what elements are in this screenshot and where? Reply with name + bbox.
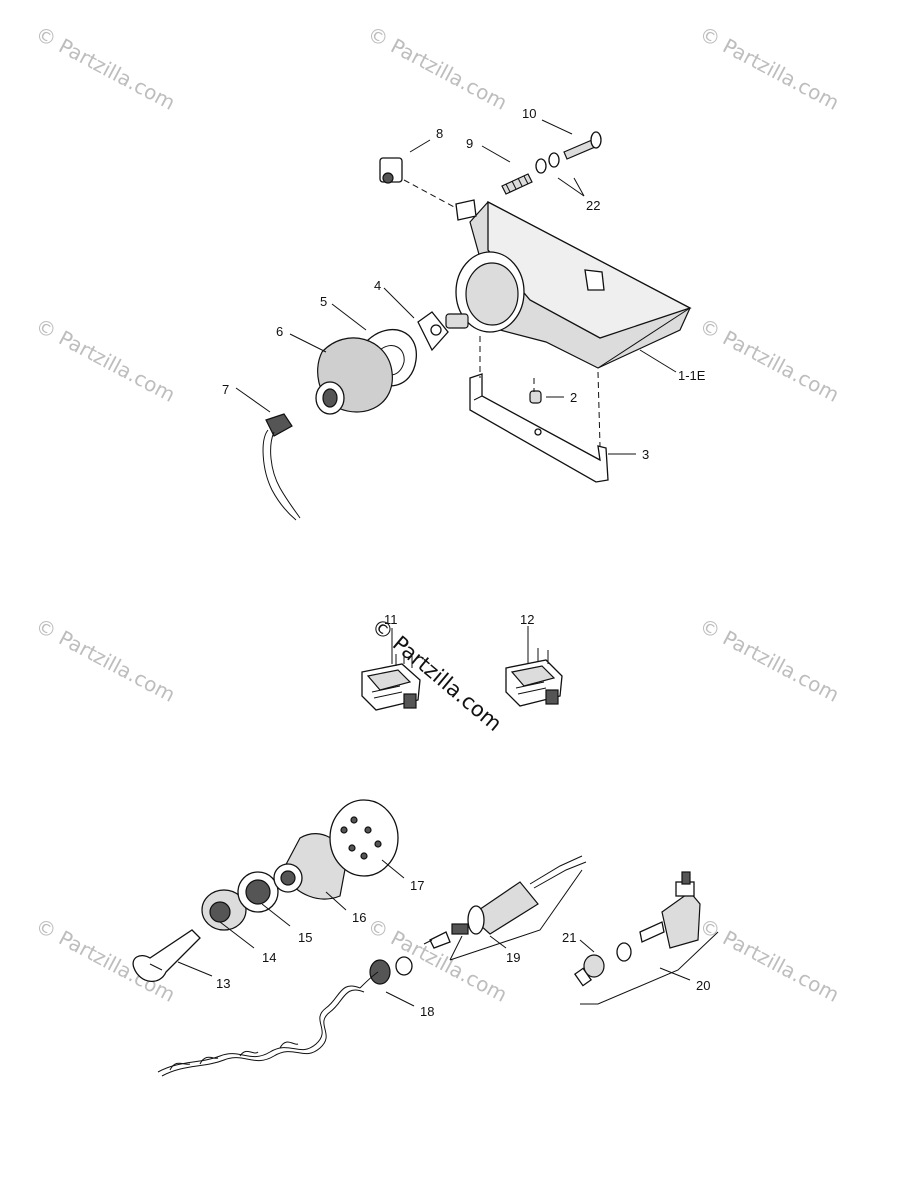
ignition-assembly [132, 799, 719, 1077]
toggle-knob [573, 942, 632, 987]
toggle-switch [580, 871, 719, 1005]
callout-label-5: 5 [320, 294, 327, 309]
callout-labels: 10 9 8 22 4 5 6 7 1-1E 2 3 11 12 13 14 1… [216, 106, 710, 1019]
headlight-assembly [262, 131, 692, 521]
rocker-switch-12 [505, 646, 563, 707]
reflector-part [315, 337, 393, 415]
watermark: © Partzilla.com [696, 613, 844, 707]
callout-label-19: 19 [506, 950, 520, 965]
adjuster-part [379, 157, 403, 184]
washer-part [535, 152, 560, 174]
callout-label-17: 17 [410, 878, 424, 893]
nut-part [529, 390, 542, 404]
assembly-line [403, 179, 457, 209]
socket-wire [262, 413, 301, 521]
callout-label-15: 15 [298, 930, 312, 945]
leader-lines [177, 119, 691, 1007]
callout-label-22: 22 [586, 198, 600, 213]
callout-label-1-1e: 1-1E [678, 368, 706, 383]
ignition-nut [237, 871, 279, 913]
ignition-cover [329, 799, 399, 877]
callout-label-11: 11 [384, 612, 398, 627]
cutoff-switch [423, 855, 587, 961]
watermark-layer: © Partzilla.com © Partzilla.com © Partzi… [32, 21, 844, 1007]
callout-label-21: 21 [562, 930, 576, 945]
bulb-part [417, 311, 469, 352]
callout-label-2: 2 [570, 390, 577, 405]
callout-label-18: 18 [420, 1004, 434, 1019]
watermark: © Partzilla.com [696, 21, 844, 115]
callout-label-9: 9 [466, 136, 473, 151]
callout-label-6: 6 [276, 324, 283, 339]
watermark: © Partzilla.com [364, 21, 512, 115]
screw-part [563, 131, 602, 160]
assembly-line [597, 371, 601, 447]
callout-label-16: 16 [352, 910, 366, 925]
mounting-bracket [469, 373, 609, 483]
watermark: © Partzilla.com [32, 613, 180, 707]
watermark: © Partzilla.com [32, 313, 180, 407]
callout-label-12: 12 [520, 612, 534, 627]
spring-part [501, 173, 533, 195]
callout-label-8: 8 [436, 126, 443, 141]
watermark: © Partzilla.com [696, 313, 844, 407]
callout-label-3: 3 [642, 447, 649, 462]
callout-label-20: 20 [696, 978, 710, 993]
callout-label-10: 10 [522, 106, 536, 121]
ignition-cap [201, 889, 247, 931]
watermark: © Partzilla.com [696, 913, 844, 1007]
callout-label-13: 13 [216, 976, 230, 991]
callout-label-7: 7 [222, 382, 229, 397]
safety-lanyard [157, 956, 413, 1077]
ignition-key [132, 929, 201, 982]
rocker-switches [361, 646, 563, 711]
headlight-housing [455, 199, 692, 369]
rocker-switch-11 [361, 652, 421, 711]
callout-label-14: 14 [262, 950, 276, 965]
watermark: © Partzilla.com [32, 21, 180, 115]
callout-label-4: 4 [374, 278, 381, 293]
